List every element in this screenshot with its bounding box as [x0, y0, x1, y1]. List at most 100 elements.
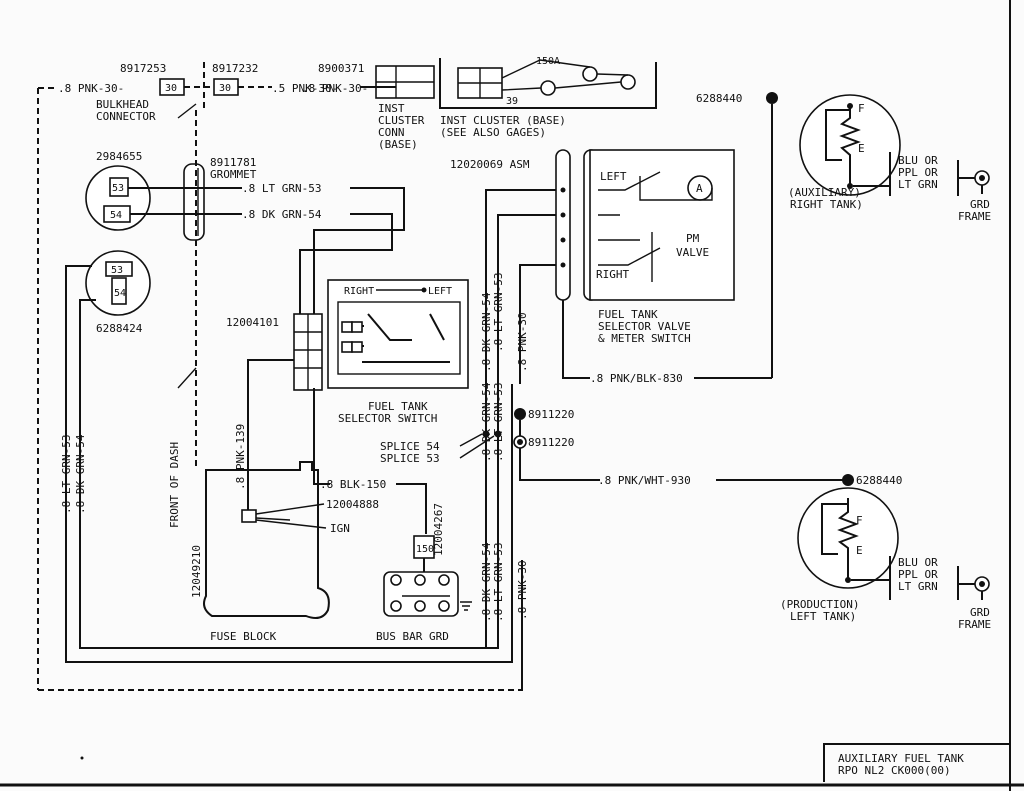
- label-ppl-1: PPL OR: [898, 166, 938, 179]
- label-selector-valve: SELECTOR VALVE: [598, 320, 691, 333]
- label-blu-1: BLU OR: [898, 154, 938, 167]
- grommet-body: [183, 163, 205, 241]
- pin-53-b: [105, 261, 133, 277]
- wire-30-to-valve: [519, 264, 556, 384]
- lamp-1: [582, 66, 598, 82]
- label-splice54: SPLICE 54: [380, 440, 440, 453]
- inst-cluster-wires: [501, 59, 629, 91]
- label-switch-right: RIGHT: [344, 286, 374, 297]
- ign-leaders: [255, 503, 327, 529]
- switch-contact-2: [341, 341, 353, 353]
- pin-54-b-label: 54: [114, 288, 126, 299]
- label-pm: PM: [686, 232, 700, 245]
- label-grommet: GROMMET: [210, 168, 257, 181]
- lamp-3: [540, 80, 556, 96]
- label-fuel-tank-sw: FUEL TANK: [368, 400, 428, 413]
- label-e-left: E: [856, 544, 863, 557]
- wire-53-to-valve: [497, 214, 556, 384]
- label-inst-cluster-base: INST CLUSTER (BASE): [440, 114, 566, 127]
- wire-label-pnk30-v2: .8 PNK-30: [516, 560, 529, 620]
- splice-53-dot: [494, 430, 502, 438]
- wire-label-dkgrn54-v4: .8 DK GRN-54: [480, 542, 493, 622]
- fuel-tank-selector-valve: 12020069 ASM LEFT RIGHT A PM VALVE FUEL …: [450, 149, 735, 345]
- label-frame-2: FRAME: [958, 618, 991, 631]
- lamp-2: [620, 74, 636, 90]
- speck: [80, 756, 84, 760]
- label-8911220-a: 8911220: [528, 408, 574, 421]
- bus-bar-stud-5: [414, 600, 426, 612]
- connector-8911220-b-dot: [517, 439, 523, 445]
- wire-830-from-valve: [562, 300, 590, 379]
- grommet: 8911781 GROMMET .8 LT GRN-53 .8 DK GRN-5…: [128, 156, 405, 320]
- center-bundle: .8 PNK/BLK-830 .8 DK GRN-54 .8 LT GRN-53…: [380, 189, 846, 690]
- bus-bar-stud-4: [390, 600, 402, 612]
- label-left: LEFT: [600, 170, 627, 183]
- ign-terminal: [241, 509, 257, 523]
- wire-label-dkgrn54-v: .8 DK GRN-54: [74, 434, 87, 514]
- bus-bar-ground-symbol: [402, 595, 472, 611]
- label-8900371: 8900371: [318, 62, 364, 75]
- pin-54-a-label: 54: [110, 210, 122, 221]
- wire-label-dkgrn54-v2: .8 DK GRN-54: [480, 292, 493, 372]
- label-selector-switch: SELECTOR SWITCH: [338, 412, 437, 425]
- bus-bar-stud-3: [438, 574, 450, 586]
- aux-right-tank: 6288440 F E BLU OR PPL OR LT GRN GRD FRA…: [696, 92, 991, 378]
- label-ign: IGN: [330, 522, 350, 535]
- valve-housing: [589, 149, 735, 301]
- fuse-block: FUSE BLOCK 12049210: [190, 461, 330, 643]
- pin-53-a-label: 53: [112, 183, 124, 194]
- wire-54-route: [299, 213, 393, 320]
- inst-cluster-bracket: [439, 58, 657, 109]
- label-e-right: E: [858, 142, 865, 155]
- label-ppl-2: PPL OR: [898, 568, 938, 581]
- bus-bar-stud-2: [414, 574, 426, 586]
- label-switch-left: LEFT: [428, 286, 452, 297]
- label-meter-switch: & METER SWITCH: [598, 332, 691, 345]
- label-bus-bar-grd: BUS BAR GRD: [376, 630, 449, 643]
- label-base: (BASE): [378, 138, 418, 151]
- switch-contact-1: [341, 321, 353, 333]
- switch-arrow-head: [421, 287, 427, 293]
- right-tank-wiper: [825, 109, 850, 161]
- fuel-tank-selector-switch: 12004101 RIGHT LEFT FUEL TANK SELECTOR S…: [226, 279, 469, 425]
- label-right: RIGHT: [596, 268, 629, 281]
- bus-bar-stud-1: [390, 574, 402, 586]
- title-block-frame: [823, 743, 1010, 782]
- wire-label-ltgrn53-v2: .8 LT GRN-53: [492, 273, 505, 352]
- pin-54-b: [111, 277, 127, 305]
- label-production: (PRODUCTION): [780, 598, 859, 611]
- splice-leaders: [459, 433, 495, 459]
- label-inst: INST: [378, 102, 405, 115]
- inst-cluster-connector: 8900371 .8 PNK-30- INST CLUSTER CONN (BA…: [302, 62, 435, 151]
- label-8917232: 8917232: [212, 62, 258, 75]
- label-valve: VALVE: [676, 246, 709, 259]
- valve-internal-wiring: [598, 171, 713, 266]
- switch-contact-3: [351, 321, 363, 333]
- wire-label-pnk139: .8 PNK-139: [234, 424, 247, 490]
- wire-blk150-a: [313, 388, 330, 485]
- bulkhead-connector: 8917253 8917232 .8 PNK-30- 30 30 .5 PNK-…: [37, 62, 338, 690]
- wire-label-blk150: .8 BLK-150: [320, 478, 386, 491]
- wire-label-ltgrn53: .8 LT GRN-53: [242, 182, 321, 195]
- connector-6288424: 53 54 6288424: [85, 250, 151, 335]
- selector-switch-body: [327, 279, 469, 389]
- ground-symbol-right-center: [979, 175, 985, 181]
- left-tank-wiper: [821, 503, 848, 555]
- connector-6288440-bottom: [842, 474, 854, 486]
- label-right-tank: RIGHT TANK): [790, 198, 863, 211]
- label-6288440-bottom: 6288440: [856, 474, 902, 487]
- connector-150-label: 150: [416, 544, 434, 555]
- label-left-tank: LEFT TANK): [790, 610, 856, 623]
- label-8911220-b: 8911220: [528, 436, 574, 449]
- leader-bulkhead: [177, 103, 197, 119]
- wire-label-ltgrn53-v: .8 LT GRN-53: [60, 435, 73, 514]
- wire-label-pnk30-right: .8 PNK-30-: [302, 82, 368, 95]
- wire-pnk139: [247, 359, 294, 512]
- wire-label-pnk-wht930: .8 PNK/WHT-930: [598, 474, 691, 487]
- connector-8911220-a: [514, 408, 526, 420]
- connector-30-b-label: 30: [219, 83, 231, 94]
- right-tank-resistor: [839, 105, 861, 185]
- leader-front-of-dash: [177, 367, 197, 389]
- connector-2984655: 2984655 53 54: [85, 150, 151, 231]
- title-line-1: AUXILIARY FUEL TANK: [838, 752, 964, 765]
